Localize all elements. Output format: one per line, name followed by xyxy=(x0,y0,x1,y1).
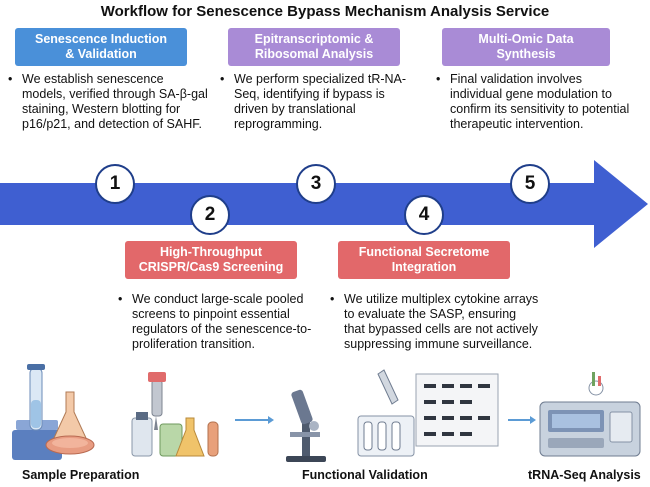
flask-icon xyxy=(45,391,95,455)
sequencer-icon xyxy=(539,372,641,457)
step-2-header-line-2: CRISPR/Cas9 Screening xyxy=(138,260,284,274)
step-1-description: • We establish senescence models, verifi… xyxy=(8,72,208,131)
step-2-description: • We conduct large-scale pooled screens … xyxy=(118,292,312,351)
step-4-description: • We utilize multiplex cytokine arrays t… xyxy=(330,292,539,351)
workflow-arrow-shape xyxy=(0,160,648,248)
step-4-header-line-1: Functional Secretome xyxy=(358,245,490,259)
step-arrow-icon xyxy=(508,416,536,424)
lab-illustrations xyxy=(12,364,641,462)
step-5-description: • Final validation involves individual g… xyxy=(436,72,630,131)
step-1-header-line-2: & Validation xyxy=(65,47,137,61)
step-4-circle: 4 xyxy=(404,195,444,235)
step-2-header: High-Throughput CRISPR/Cas9 Screening xyxy=(125,241,297,279)
microscope-icon xyxy=(286,389,326,462)
label-sample-preparation: Sample Preparation xyxy=(22,468,140,482)
label-functional-validation: Functional Validation xyxy=(302,468,428,482)
step-1-header: Senescence Induction & Validation xyxy=(15,28,187,66)
step-5-circle: 5 xyxy=(510,164,550,204)
step-arrow-icon xyxy=(235,416,274,424)
step-2-circle: 2 xyxy=(190,195,230,235)
step-3-description: • We perform specialized tR-NA-Seq, iden… xyxy=(220,72,407,131)
diagram-title: Workflow for Senescence Bypass Mechanism… xyxy=(100,3,550,20)
step-5-header-line-2: Synthesis xyxy=(496,47,556,61)
pipette-icon xyxy=(131,372,219,457)
step-3-circle: 3 xyxy=(296,164,336,204)
bullet-icon: • xyxy=(436,72,441,86)
step-3-header-line-1: Epitranscriptomic & xyxy=(254,32,374,46)
step-2-header-line-1: High-Throughput xyxy=(159,245,263,259)
bullet-icon: • xyxy=(330,292,335,306)
step-5-header: Multi-Omic Data Synthesis xyxy=(442,28,610,66)
step-4-header-line-2: Integration xyxy=(391,260,457,274)
gel-electrophoresis-icon xyxy=(357,369,499,457)
step-5-header-line-1: Multi-Omic Data xyxy=(478,32,574,46)
step-3-header: Epitranscriptomic & Ribosomal Analysis xyxy=(228,28,400,66)
step-1-header-line-1: Senescence Induction xyxy=(35,32,167,46)
step-1-circle: 1 xyxy=(95,164,135,204)
label-trna-seq-analysis: tRNA-Seq Analysis xyxy=(528,468,641,482)
step-4-header: Functional Secretome Integration xyxy=(338,241,510,279)
bullet-icon: • xyxy=(118,292,123,306)
bullet-icon: • xyxy=(220,72,225,86)
bullet-icon: • xyxy=(8,72,13,86)
step-3-header-line-2: Ribosomal Analysis xyxy=(254,47,374,61)
test-tube-icon xyxy=(12,364,62,460)
